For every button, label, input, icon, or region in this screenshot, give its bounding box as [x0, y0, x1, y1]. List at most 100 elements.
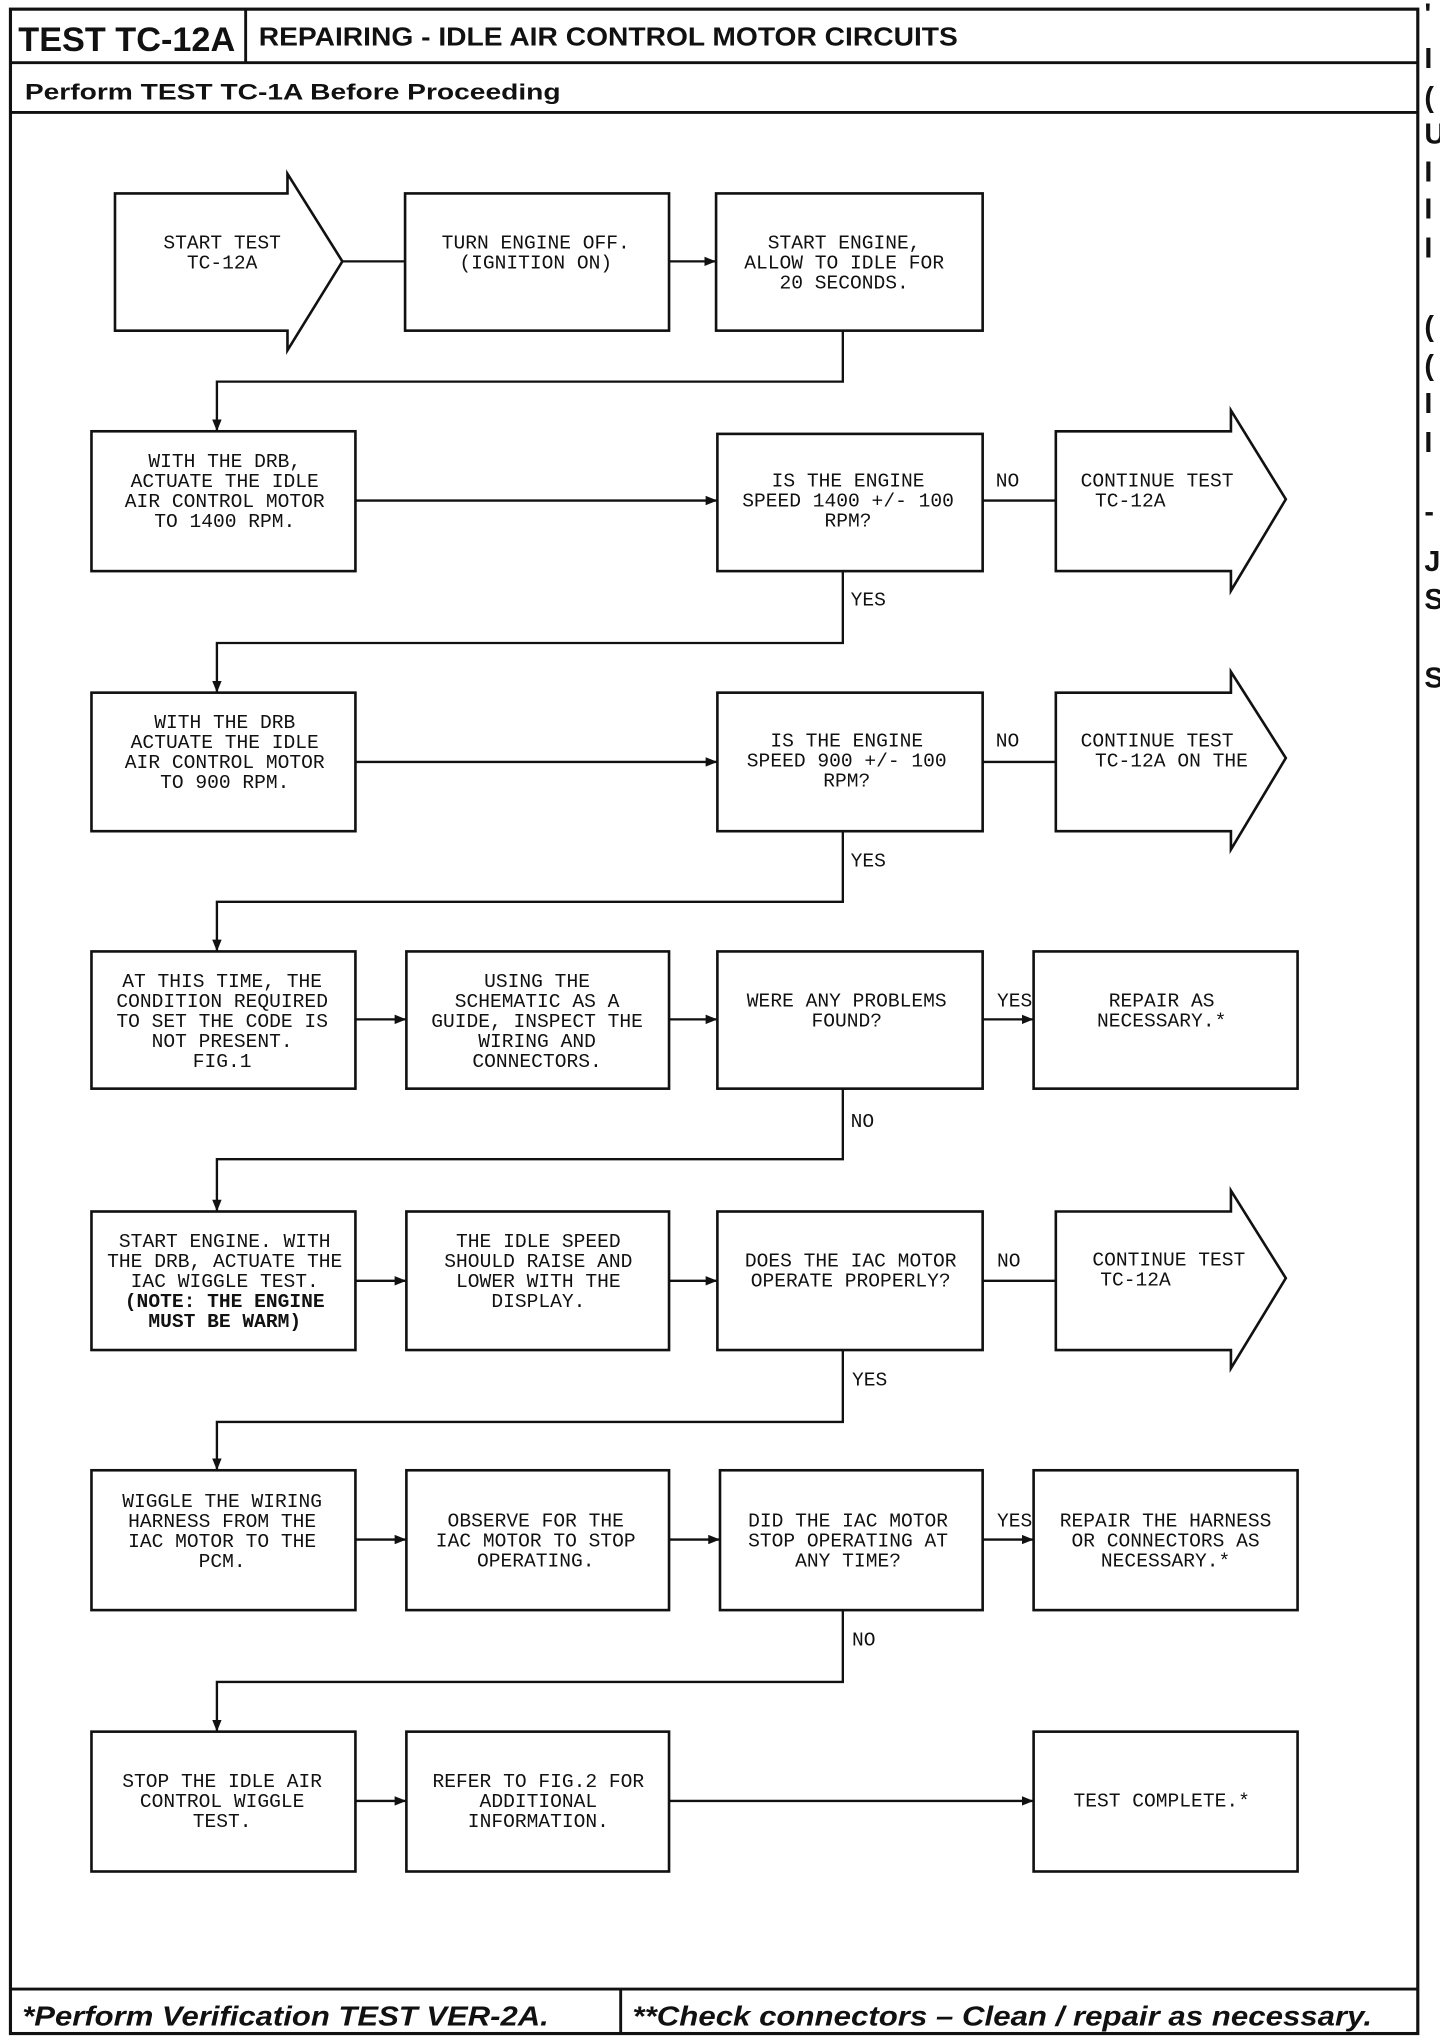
check-900-no-label: NO [996, 731, 1020, 753]
connector-note: **Check connectors – Clean / repair as n… [632, 2001, 1372, 2032]
repair-harness-text: NECESSARY.* [1101, 1551, 1230, 1573]
edge-fragment: - [1424, 496, 1434, 528]
actuate-900-text: ACTUATE THE IDLE [131, 732, 319, 754]
check-900-text: IS THE ENGINE [770, 731, 923, 753]
check-1400-box [716, 432, 984, 573]
idle-speed-display-box [405, 1210, 671, 1352]
observe-iac-text: IAC MOTOR TO STOP [436, 1531, 636, 1553]
continue-iac-arrow [1054, 1186, 1288, 1373]
observe-iac-box [405, 1468, 671, 1612]
edge-fragment: I [1424, 427, 1432, 459]
iac-stopped-text: DID THE IAC MOTOR [748, 1511, 948, 1533]
turn-engine-off-box [403, 192, 671, 332]
check-900-text: RPM? [823, 770, 870, 792]
wiggle-test-start-text: START ENGINE. WITH [119, 1231, 331, 1253]
edge-fragment: ( [1424, 311, 1434, 343]
repair-as-necessary-text: NECESSARY.* [1097, 1011, 1226, 1033]
stop-wiggle-box [90, 1730, 357, 1873]
flow-arrow-connector [212, 1350, 845, 1471]
idle-speed-display-text: LOWER WITH THE [456, 1271, 621, 1293]
edge-fragments: 'I(UIII((II-JSS [1424, 0, 1440, 694]
stop-wiggle-text: STOP THE IDLE AIR [122, 1771, 322, 1793]
check-1400-yes-label: YES [851, 589, 886, 611]
wiggle-harness-box [90, 1468, 357, 1612]
stop-wiggle-text: CONTROL WIGGLE [140, 1791, 305, 1813]
iac-operates-text: DOES THE IAC MOTOR [745, 1251, 957, 1273]
problems-found-text: FOUND? [811, 1011, 882, 1033]
refer-fig2-text: ADDITIONAL [480, 1791, 598, 1813]
edge-fragment: S [1424, 662, 1440, 694]
idle-speed-display-text: SHOULD RAISE AND [444, 1251, 632, 1273]
repair-harness-text: OR CONNECTORS AS [1072, 1531, 1260, 1553]
idle-speed-display-text: DISPLAY. [491, 1291, 585, 1313]
continue-1400-arrow [1054, 405, 1288, 596]
flow-arrow-connector [212, 571, 845, 693]
flow-arrow-connector [212, 1610, 845, 1732]
inspect-wiring-box [405, 950, 671, 1090]
iac-operates-box [716, 1210, 984, 1352]
continue-iac-text: TC-12A [1100, 1269, 1171, 1291]
wiggle-test-start-text: (NOTE: THE ENGINE [125, 1291, 325, 1313]
start-engine-idle-text: ALLOW TO IDLE FOR [744, 253, 944, 275]
continue-900-arrow [1054, 667, 1288, 855]
observe-iac-text: OBSERVE FOR THE [448, 1511, 624, 1533]
test-complete-text: TEST COMPLETE.* [1073, 1790, 1249, 1812]
flow-arrow-connector [212, 1088, 845, 1212]
check-1400-no-label: NO [996, 470, 1020, 492]
iac-stopped-text: STOP OPERATING AT [748, 1531, 948, 1553]
iac-stopped-no-label: NO [852, 1630, 876, 1652]
page-title: REPAIRING - IDLE AIR CONTROL MOTOR CIRCU… [259, 22, 958, 52]
continue-900-text: CONTINUE TEST [1081, 731, 1234, 753]
flow-arrow-connector [212, 831, 845, 952]
observe-iac-text: OPERATING. [477, 1551, 595, 1573]
refer-fig2-box [405, 1730, 671, 1873]
header: TEST TC-12A REPAIRING - IDLE AIR CONTROL… [18, 21, 958, 104]
actuate-1400-text: ACTUATE THE IDLE [131, 471, 319, 493]
wiggle-test-start-text: MUST BE WARM) [148, 1311, 301, 1333]
edge-fragment: I [1424, 232, 1432, 264]
inspect-wiring-text: WIRING AND [478, 1031, 596, 1053]
problems-found-box [716, 950, 984, 1090]
edge-fragment: I [1424, 43, 1432, 75]
wiggle-test-start-box [90, 1210, 357, 1352]
repair-as-necessary-box [1032, 950, 1299, 1090]
page-frame [8, 7, 1420, 2036]
flow-shapes [90, 169, 1299, 1873]
wiggle-harness-text: PCM. [199, 1551, 246, 1573]
actuate-900-text: TO 900 RPM. [160, 772, 289, 794]
stop-wiggle-text: TEST. [193, 1811, 252, 1833]
actuate-900-text: WITH THE DRB [154, 712, 295, 734]
edge-fragment: S [1424, 584, 1440, 616]
start-text: TC-12A [187, 253, 258, 275]
wiggle-test-start-text: IAC WIGGLE TEST. [131, 1271, 319, 1293]
flow-arrow-connector [212, 330, 845, 432]
start-engine-idle-text: 20 SECONDS. [779, 273, 908, 295]
iac-operates-yes-label: YES [852, 1370, 887, 1392]
problems-found-yes-label: YES [997, 991, 1032, 1013]
iac-operates-no-label: NO [997, 1251, 1021, 1273]
check-900-yes-label: YES [851, 851, 886, 873]
test-id: TEST TC-12A [18, 21, 235, 59]
edge-fragment: I [1424, 193, 1432, 225]
start-arrow [113, 169, 344, 355]
wiggle-test-start-text: THE DRB, ACTUATE THE [107, 1251, 342, 1273]
problems-found-text: WERE ANY PROBLEMS [747, 991, 947, 1013]
iac-stopped-yes-label: YES [997, 1511, 1032, 1533]
start-engine-idle-text: START ENGINE, [768, 233, 921, 255]
condition-not-present-text: FIG.1 [193, 1051, 252, 1073]
condition-not-present-text: CONDITION REQUIRED [116, 991, 328, 1013]
check-1400-text: RPM? [825, 510, 872, 532]
inspect-wiring-text: CONNECTORS. [472, 1051, 601, 1073]
refer-fig2-text: INFORMATION. [468, 1811, 609, 1833]
start-engine-idle-box [714, 192, 984, 332]
edge-fragment: ' [1424, 0, 1431, 31]
edge-fragment: I [1424, 388, 1432, 420]
condition-not-present-box [90, 950, 357, 1090]
prerequisite-note: Perform TEST TC-1A Before Proceeding [25, 79, 561, 104]
actuate-1400-box [90, 429, 357, 573]
wiggle-harness-text: WIGGLE THE WIRING [122, 1491, 322, 1513]
actuate-1400-text: AIR CONTROL MOTOR [125, 491, 325, 513]
continue-900-text: TC-12A ON THE [1095, 750, 1248, 772]
condition-not-present-text: TO SET THE CODE IS [116, 1011, 328, 1033]
